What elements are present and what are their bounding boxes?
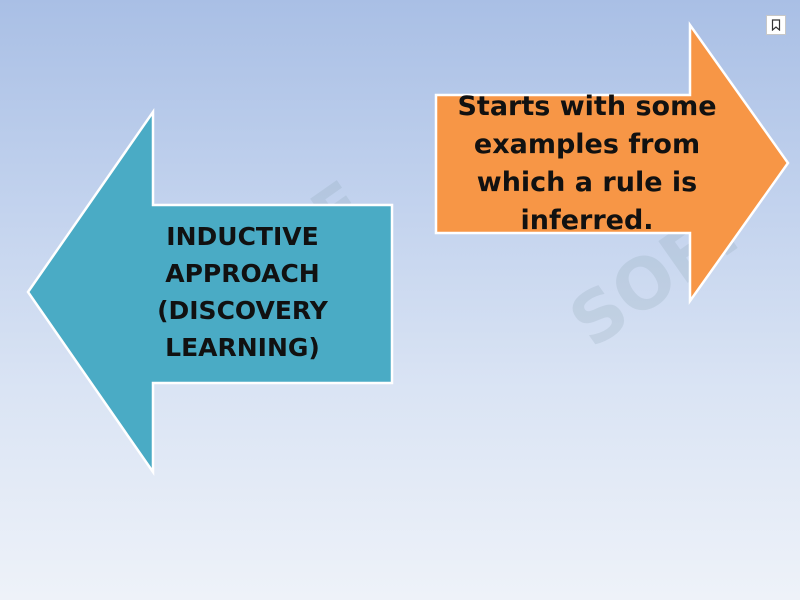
left-arrow-line: (DISCOVERY [157, 296, 328, 325]
right-arrow-label: Starts with some examples from which a r… [452, 88, 722, 240]
right-arrow-line: Starts with some [457, 91, 717, 122]
bookmark-button[interactable] [766, 15, 786, 35]
left-arrow-shape [26, 108, 394, 476]
left-arrow-line: LEARNING) [165, 333, 320, 362]
left-arrow-line: APPROACH [165, 259, 320, 288]
bookmark-icon [771, 19, 781, 31]
right-arrow-line: which a rule is [476, 167, 698, 198]
right-arrow-shape [434, 21, 790, 305]
right-arrow-line: inferred. [520, 205, 654, 236]
right-arrow-line: examples from [473, 129, 701, 160]
left-arrow-label: INDUCTIVE APPROACH (DISCOVERY LEARNING) [145, 218, 340, 366]
left-arrow-line: INDUCTIVE [166, 222, 319, 251]
